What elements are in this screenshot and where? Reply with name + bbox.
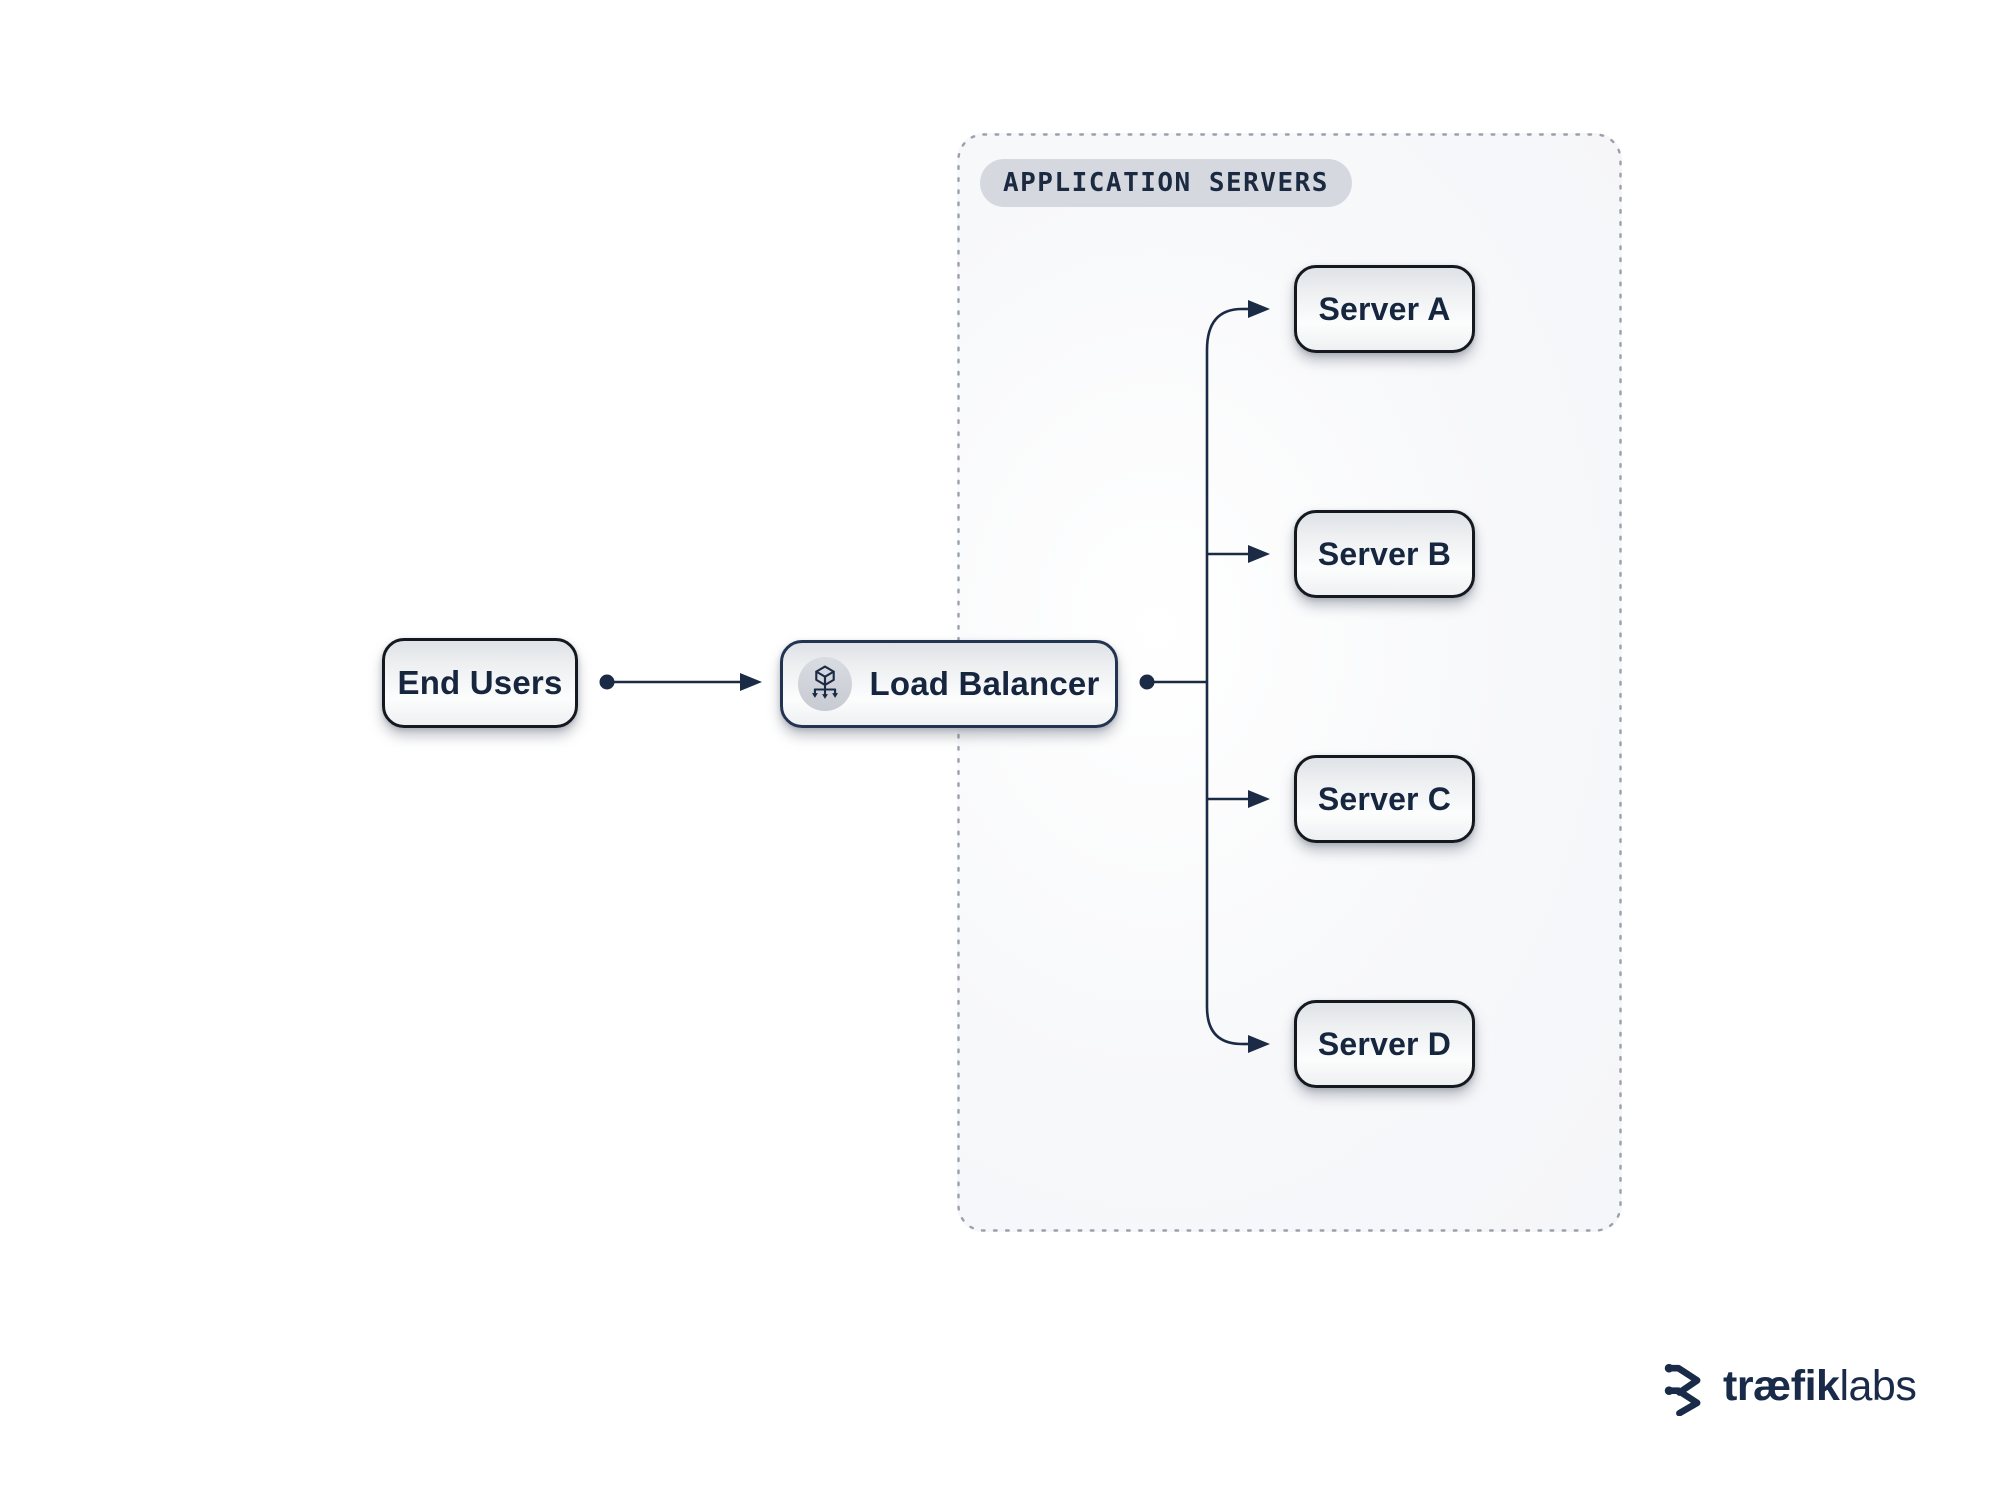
server-b-label: Server B [1317,535,1452,572]
server-b-node: Server B [1294,510,1475,598]
load-balancer-label: Load Balancer [869,665,1100,702]
traefiklabs-wordmark: træfiklabs [1723,1361,1917,1410]
server-c-label: Server C [1317,780,1452,817]
server-c-node: Server C [1294,755,1475,843]
traefik-logo-mark [1664,1363,1701,1416]
load-balancer-node: Load Balancer [780,640,1118,728]
end-users-node: End Users [382,638,578,728]
group-label: APPLICATION SERVERS [1003,168,1329,198]
server-d-node: Server D [1294,1000,1475,1088]
junction-dot-left [599,674,615,690]
dotted-border [957,133,1622,1232]
arrowhead-to-loadbalancer [740,673,762,691]
server-a-label: Server A [1318,290,1451,327]
load-balancer-cube-icon [798,657,853,711]
wordmark-light: labs [1839,1361,1917,1410]
group-label-pill: APPLICATION SERVERS [980,159,1352,207]
wordmark-bold: træfik [1723,1361,1840,1410]
traefiklabs-logo: træfiklabs [1660,1356,1917,1416]
server-d-label: Server D [1317,1025,1452,1062]
end-users-label: End Users [397,664,563,701]
server-a-node: Server A [1294,265,1475,353]
